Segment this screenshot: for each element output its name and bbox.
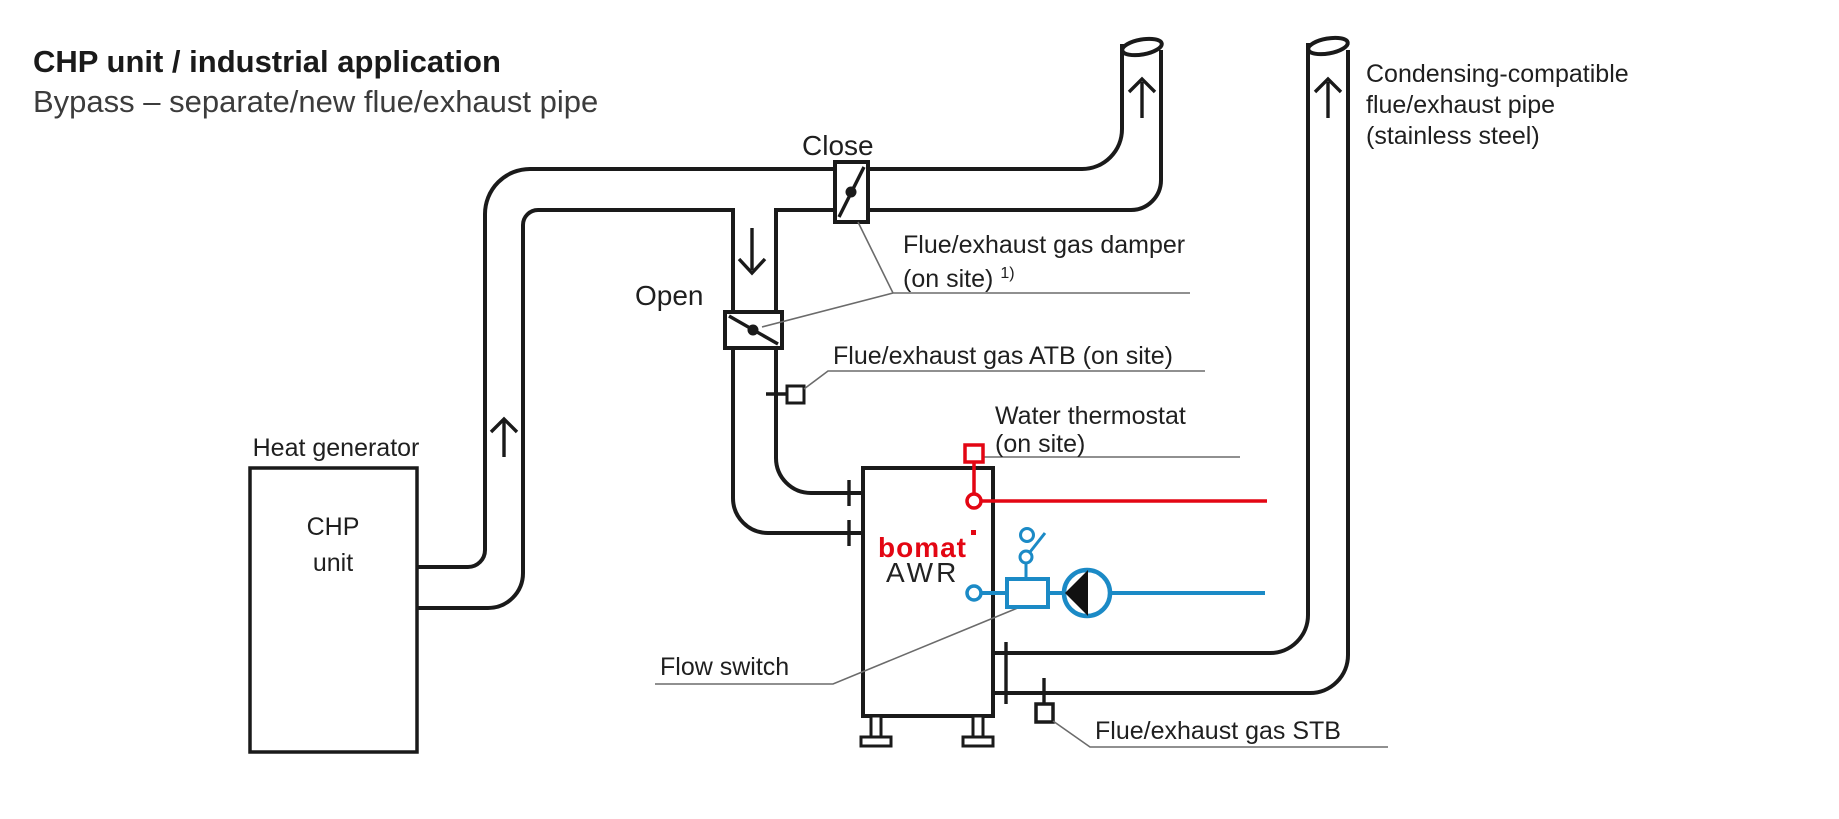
condensing-label-line1: Condensing-compatible bbox=[1366, 60, 1629, 88]
chp-unit-label-line2: unit bbox=[313, 549, 353, 577]
up-arrow-icon bbox=[1127, 76, 1157, 118]
brand-trademark-dot bbox=[971, 530, 976, 535]
thermostat-label-line1: Water thermostat bbox=[995, 402, 1186, 430]
open-damper-label: Open bbox=[635, 280, 704, 311]
atb-sensor bbox=[766, 384, 806, 405]
flow-switch-body bbox=[1005, 577, 1050, 609]
switch-contact-icon bbox=[1018, 527, 1047, 579]
stb-leader-line bbox=[1052, 720, 1388, 748]
pipe-bypass-branch-line bbox=[774, 208, 863, 495]
pipe-chp-riser-inner-line bbox=[417, 208, 863, 610]
pump-icon bbox=[1061, 567, 1113, 619]
heat-generator-label: Heat generator bbox=[253, 434, 420, 462]
up-arrow-icon bbox=[489, 416, 519, 457]
chp-unit-label-line1: CHP bbox=[307, 513, 360, 541]
page-subtitle: Bypass – separate/new flue/exhaust pipe bbox=[33, 84, 598, 119]
atb-label: Flue/exhaust gas ATB (on site) bbox=[833, 342, 1173, 370]
damper-label-line2: (on site)1) bbox=[903, 265, 1015, 293]
up-arrow-icon bbox=[1313, 76, 1343, 118]
pipe-chp-riser-outer-line bbox=[417, 44, 1124, 569]
thermostat-label-line2: (on site) bbox=[995, 430, 1085, 458]
damper-footnote-mark: 1) bbox=[1000, 265, 1014, 282]
stb-sensor bbox=[1034, 678, 1055, 724]
close-damper-label: Close bbox=[802, 130, 874, 161]
pipe-top-run-lower-line bbox=[868, 50, 1163, 212]
flow-switch-leader-line bbox=[655, 606, 1021, 685]
damper-label-line1: Flue/exhaust gas damper bbox=[903, 231, 1185, 259]
awr-leg bbox=[961, 714, 995, 748]
atb-leader-line bbox=[803, 370, 1205, 390]
pipe-awr-exhaust-upper-line bbox=[993, 43, 1310, 655]
chp-unit-box bbox=[248, 466, 419, 754]
bypass-chimney-opening bbox=[1120, 36, 1164, 58]
flow-switch-label: Flow switch bbox=[660, 653, 789, 681]
model-label: AWR bbox=[886, 557, 959, 588]
pipe-awr-exhaust-lower-line bbox=[993, 50, 1350, 695]
brand-logo: bomat bbox=[878, 532, 967, 563]
open-damper bbox=[723, 310, 784, 350]
damper-leader-line bbox=[761, 221, 1190, 328]
stb-label: Flue/exhaust gas STB bbox=[1095, 717, 1341, 745]
page-title: CHP unit / industrial application bbox=[33, 44, 501, 79]
awr-heat-exchanger-box bbox=[861, 466, 995, 718]
down-arrow-icon bbox=[737, 228, 767, 276]
condensing-chimney-opening bbox=[1306, 35, 1350, 57]
condensing-label-line2: flue/exhaust pipe bbox=[1366, 91, 1555, 119]
close-damper bbox=[833, 160, 870, 224]
condensing-label-line3: (stainless steel) bbox=[1366, 122, 1540, 150]
awr-leg bbox=[859, 714, 893, 748]
